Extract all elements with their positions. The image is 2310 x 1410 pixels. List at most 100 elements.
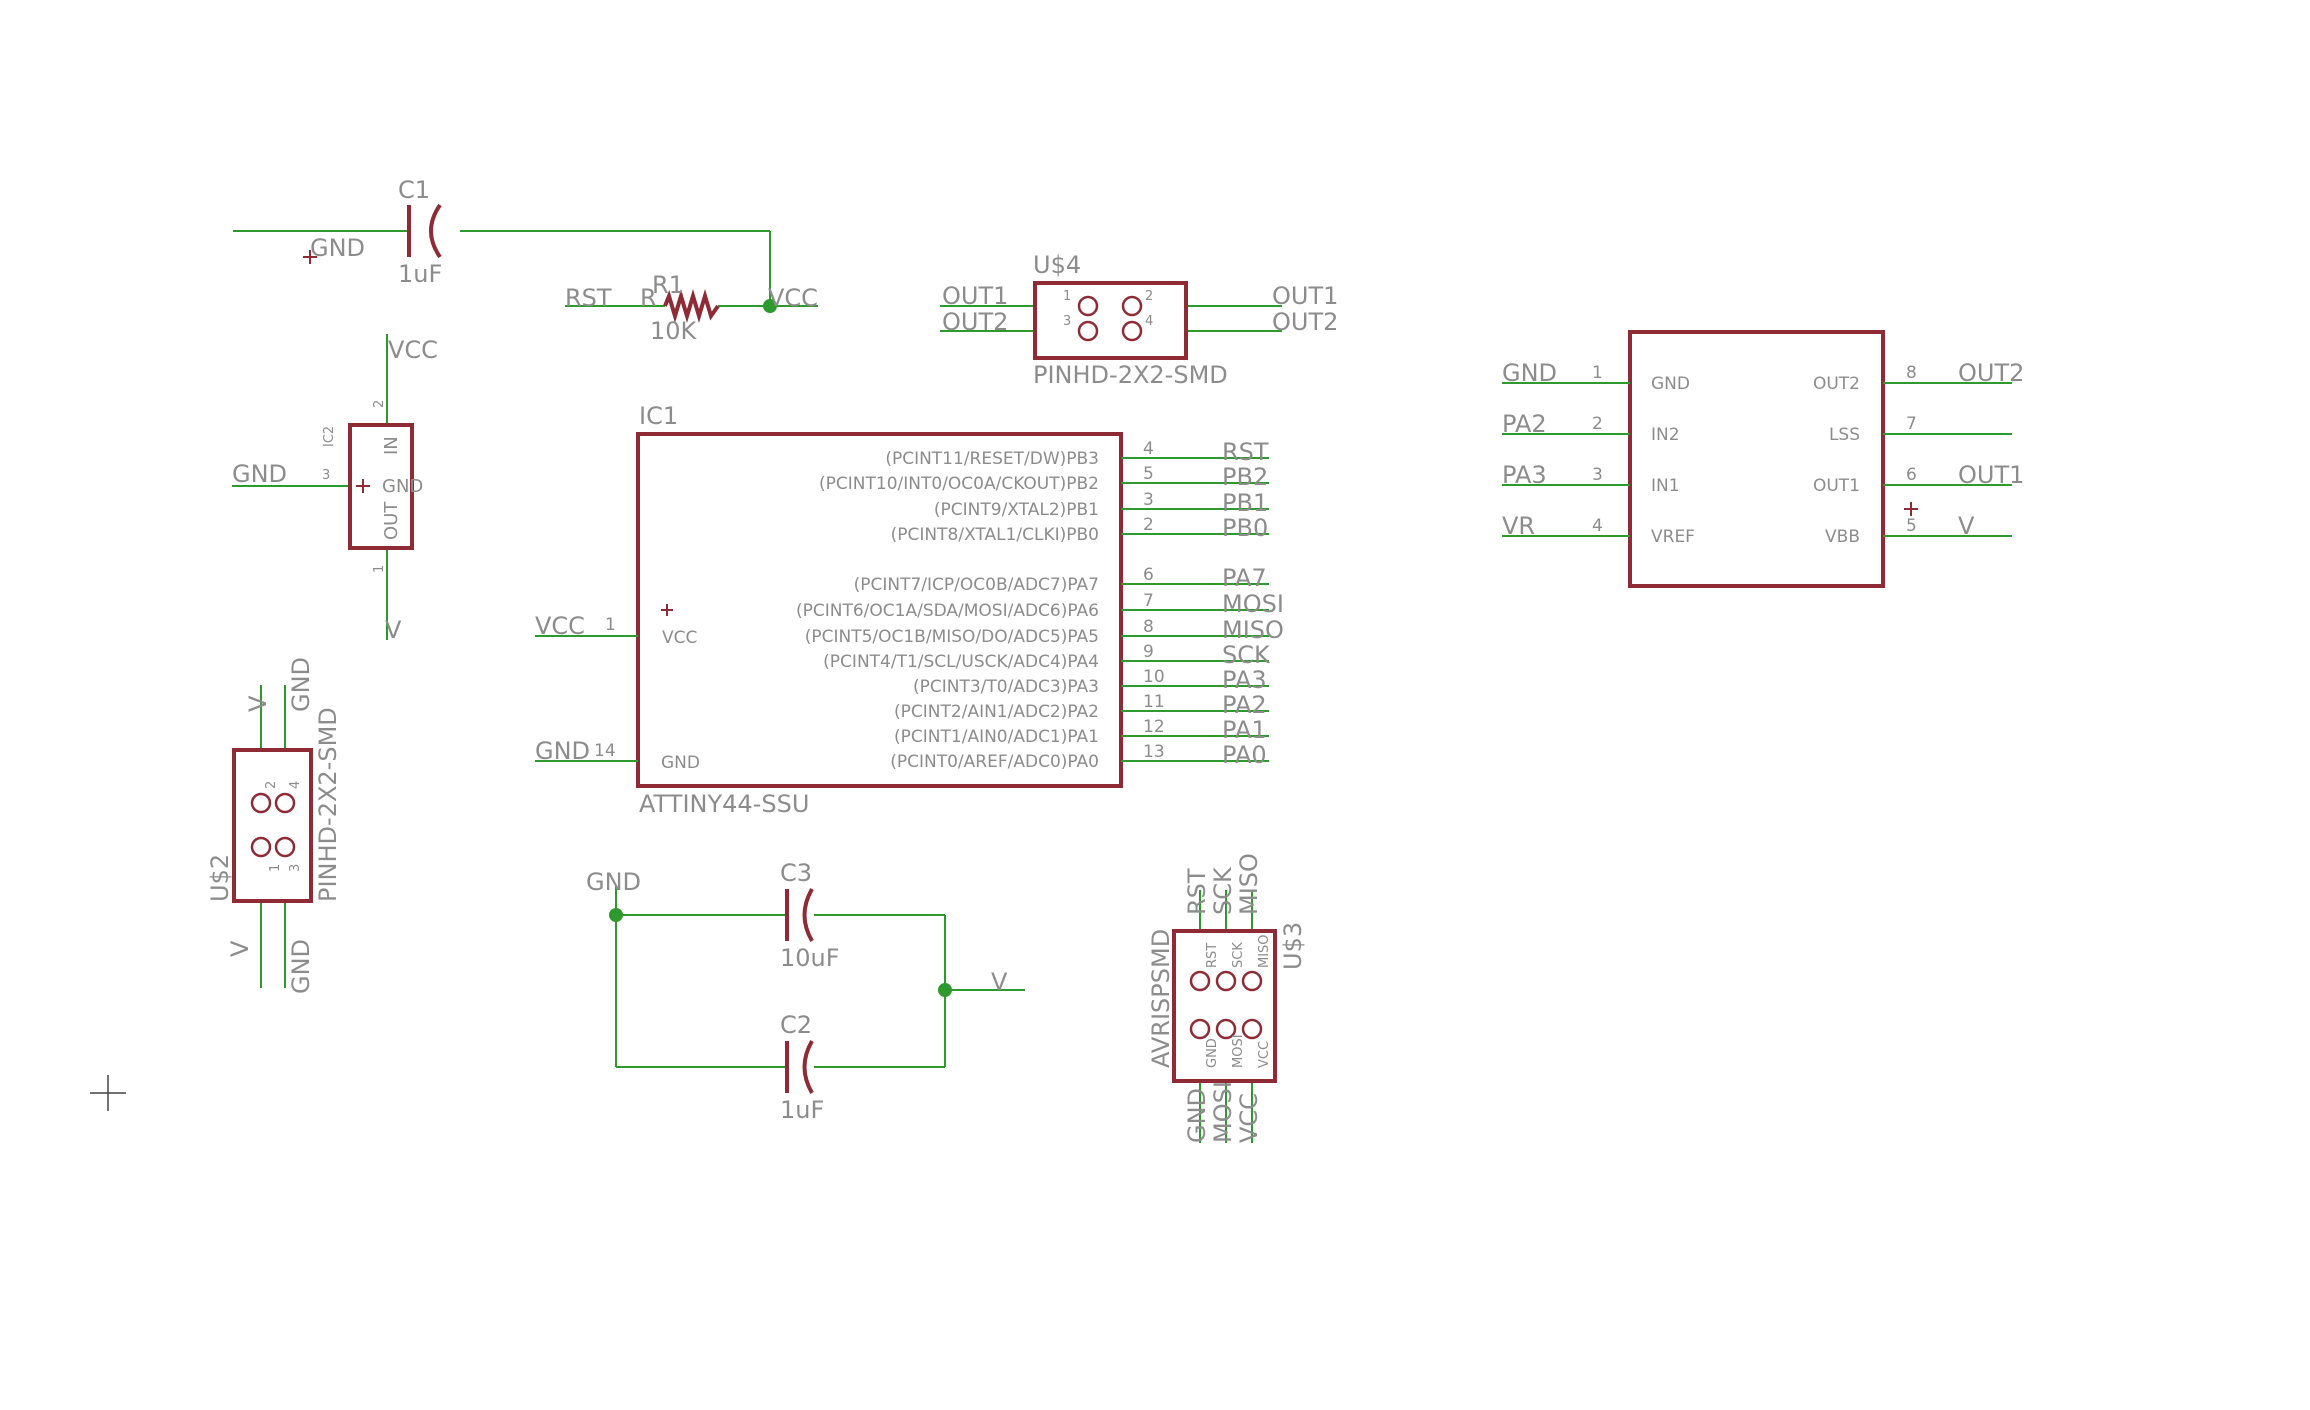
r1-value: 10K — [650, 317, 698, 345]
capacitor-c1[interactable]: C1 1uF GND — [233, 176, 771, 306]
driver-right-num: 8 — [1906, 363, 1917, 383]
u4-pin-2: 2 — [1145, 289, 1153, 304]
u2-pin-2: 2 — [264, 781, 279, 789]
u2-pin-1: 1 — [268, 864, 283, 872]
ic1-net-mosi: MOSI — [1222, 590, 1284, 618]
c3-name: C3 — [780, 859, 812, 887]
r1-left-net: RST — [565, 284, 612, 312]
ic2-num-gnd: 3 — [322, 468, 330, 483]
u4-pin-1: 1 — [1063, 289, 1071, 304]
driver-right-net: OUT1 — [1958, 461, 2024, 489]
r1-pin-stub: R — [640, 284, 657, 312]
ic1-pin-func-pa3: (PCINT3/T0/ADC3)PA3 — [913, 677, 1099, 697]
u3-ref: U$3 — [1279, 922, 1307, 970]
ic1-net-pa7: PA7 — [1222, 564, 1267, 592]
ic1-gnd-label: GND — [661, 753, 700, 773]
driver-left-num: 4 — [1592, 516, 1603, 536]
junction-dot — [763, 299, 777, 313]
c1-name: C1 — [398, 176, 430, 204]
ic1-pin-num: 8 — [1143, 617, 1154, 637]
header-u2[interactable]: V GND V GND U$2 PINHD-2X2-SMD 2 1 3 4 — [206, 657, 342, 994]
u3-top-net-miso: MISO — [1235, 853, 1263, 915]
ic1-pin-num: 6 — [1143, 565, 1154, 585]
c2-value: 1uF — [780, 1096, 824, 1124]
ic1-pin-func-pa4: (PCINT4/T1/SCL/USCK/ADC4)PA4 — [823, 652, 1099, 672]
driver-left-net: GND — [1502, 359, 1557, 387]
ic1-net-pa1: PA1 — [1222, 716, 1267, 744]
u4-left-top-net: OUT1 — [942, 282, 1008, 310]
ic1-net-sck: SCK — [1222, 641, 1271, 669]
u4-package: PINHD-2X2-SMD — [1033, 361, 1228, 389]
isp-header-u3[interactable]: RST SCK MISO GND MOSI VCC RST SCK MISO G… — [1147, 853, 1307, 1143]
driver-right-net: OUT2 — [1958, 359, 2024, 387]
ic1-vcc-label: VCC — [662, 628, 697, 648]
ic1-net-pb1: PB1 — [1222, 489, 1268, 517]
resistor-r1[interactable]: R1 10K RST R VCC — [565, 271, 818, 345]
ic2-bottom-net: V — [385, 616, 402, 644]
ic1-pin-func-pa7: (PCINT7/ICP/OC0B/ADC7)PA7 — [854, 575, 1099, 595]
driver-right-label: OUT2 — [1813, 374, 1860, 394]
u2-bot-right-net: GND — [287, 939, 315, 994]
u2-pin-4: 4 — [288, 781, 303, 789]
c1-value: 1uF — [398, 260, 442, 288]
u2-top-left-net: V — [244, 695, 272, 712]
ic1-pin-func-pb1: (PCINT9/XTAL2)PB1 — [934, 500, 1099, 520]
driver-left-net: VR — [1502, 512, 1535, 540]
ic2-left-net: GND — [232, 460, 287, 488]
ic1-pin-func-pa5: (PCINT5/OC1B/MISO/DO/ADC5)PA5 — [805, 627, 1099, 647]
ic1-pin-num: 7 — [1143, 591, 1154, 611]
u3-pin-gnd: GND — [1205, 1038, 1220, 1068]
ic1-pin-num: 4 — [1143, 439, 1154, 459]
u4-pin-3: 3 — [1063, 314, 1071, 329]
u2-top-right-net: GND — [287, 657, 315, 712]
ic1-pin-func-pa2: (PCINT2/AIN1/ADC2)PA2 — [894, 702, 1099, 722]
ic1-pin-func-pa6: (PCINT6/OC1A/SDA/MOSI/ADC6)PA6 — [796, 601, 1099, 621]
regulator-ic2[interactable]: VCC GND V GND IN OUT IC2 2 3 1 — [232, 334, 438, 644]
c3-value: 10uF — [780, 944, 840, 972]
capacitor-bank-c3-c2[interactable]: C3 10uF C2 1uF GND V — [586, 859, 1025, 1124]
ic2-pin-gnd: GND — [382, 476, 423, 497]
ic1-pin-func-pa0: (PCINT0/AREF/ADC0)PA0 — [890, 752, 1099, 772]
ic1-pin-func-pb2: (PCINT10/INT0/OC0A/CKOUT)PB2 — [819, 474, 1099, 494]
ic1-ref: IC1 — [639, 402, 678, 430]
ic2-num-in: 2 — [372, 400, 387, 408]
u4-right-bot-net: OUT2 — [1272, 308, 1338, 336]
ic1-pin-num: 10 — [1143, 667, 1165, 687]
ic1-pin-num: 9 — [1143, 642, 1154, 662]
driver-right-label: LSS — [1829, 425, 1860, 445]
driver-right-label: OUT1 — [1813, 476, 1860, 496]
u3-pin-vcc: VCC — [1257, 1041, 1272, 1068]
u3-top-net-sck: SCK — [1209, 866, 1237, 915]
u3-bot-net-vcc: VCC — [1235, 1093, 1263, 1143]
caps-right-net: V — [991, 968, 1008, 996]
microcontroller-ic1[interactable]: IC1 ATTINY44-SSU VCC 1 VCC GND 14 GND (P… — [535, 402, 1284, 818]
driver-left-label: VREF — [1651, 527, 1695, 547]
cursor-crosshair-icon — [90, 1075, 126, 1111]
junction-dot — [938, 983, 952, 997]
driver-right-label: VBB — [1825, 527, 1860, 547]
u3-pin-sck: SCK — [1231, 942, 1246, 968]
driver-left-num: 2 — [1592, 414, 1603, 434]
u4-ref: U$4 — [1033, 251, 1081, 279]
u3-bot-net-mosi: MOSI — [1209, 1081, 1237, 1143]
u4-pin-4: 4 — [1145, 314, 1153, 329]
ic2-ref: IC2 — [322, 426, 337, 447]
driver-left-num: 1 — [1592, 363, 1603, 383]
ic1-net-pb2: PB2 — [1222, 463, 1268, 491]
u3-bot-net-gnd: GND — [1183, 1088, 1211, 1143]
u2-package: PINHD-2X2-SMD — [314, 707, 342, 902]
ic1-net-pa2: PA2 — [1222, 691, 1267, 719]
driver-right-num: 6 — [1906, 465, 1917, 485]
header-u4[interactable]: U$4 PINHD-2X2-SMD OUT1 OUT2 OUT1 OUT2 1 … — [940, 251, 1338, 389]
u3-pin-mosi: MOSI — [1231, 1034, 1246, 1068]
junction-dot — [609, 908, 623, 922]
driver-left-label: GND — [1651, 374, 1690, 394]
ic1-net-miso: MISO — [1222, 616, 1284, 644]
u2-bot-left-net: V — [226, 940, 254, 957]
ic1-pin-func-pb0: (PCINT8/XTAL1/CLKI)PB0 — [891, 525, 1099, 545]
driver-left-label: IN1 — [1651, 476, 1680, 496]
